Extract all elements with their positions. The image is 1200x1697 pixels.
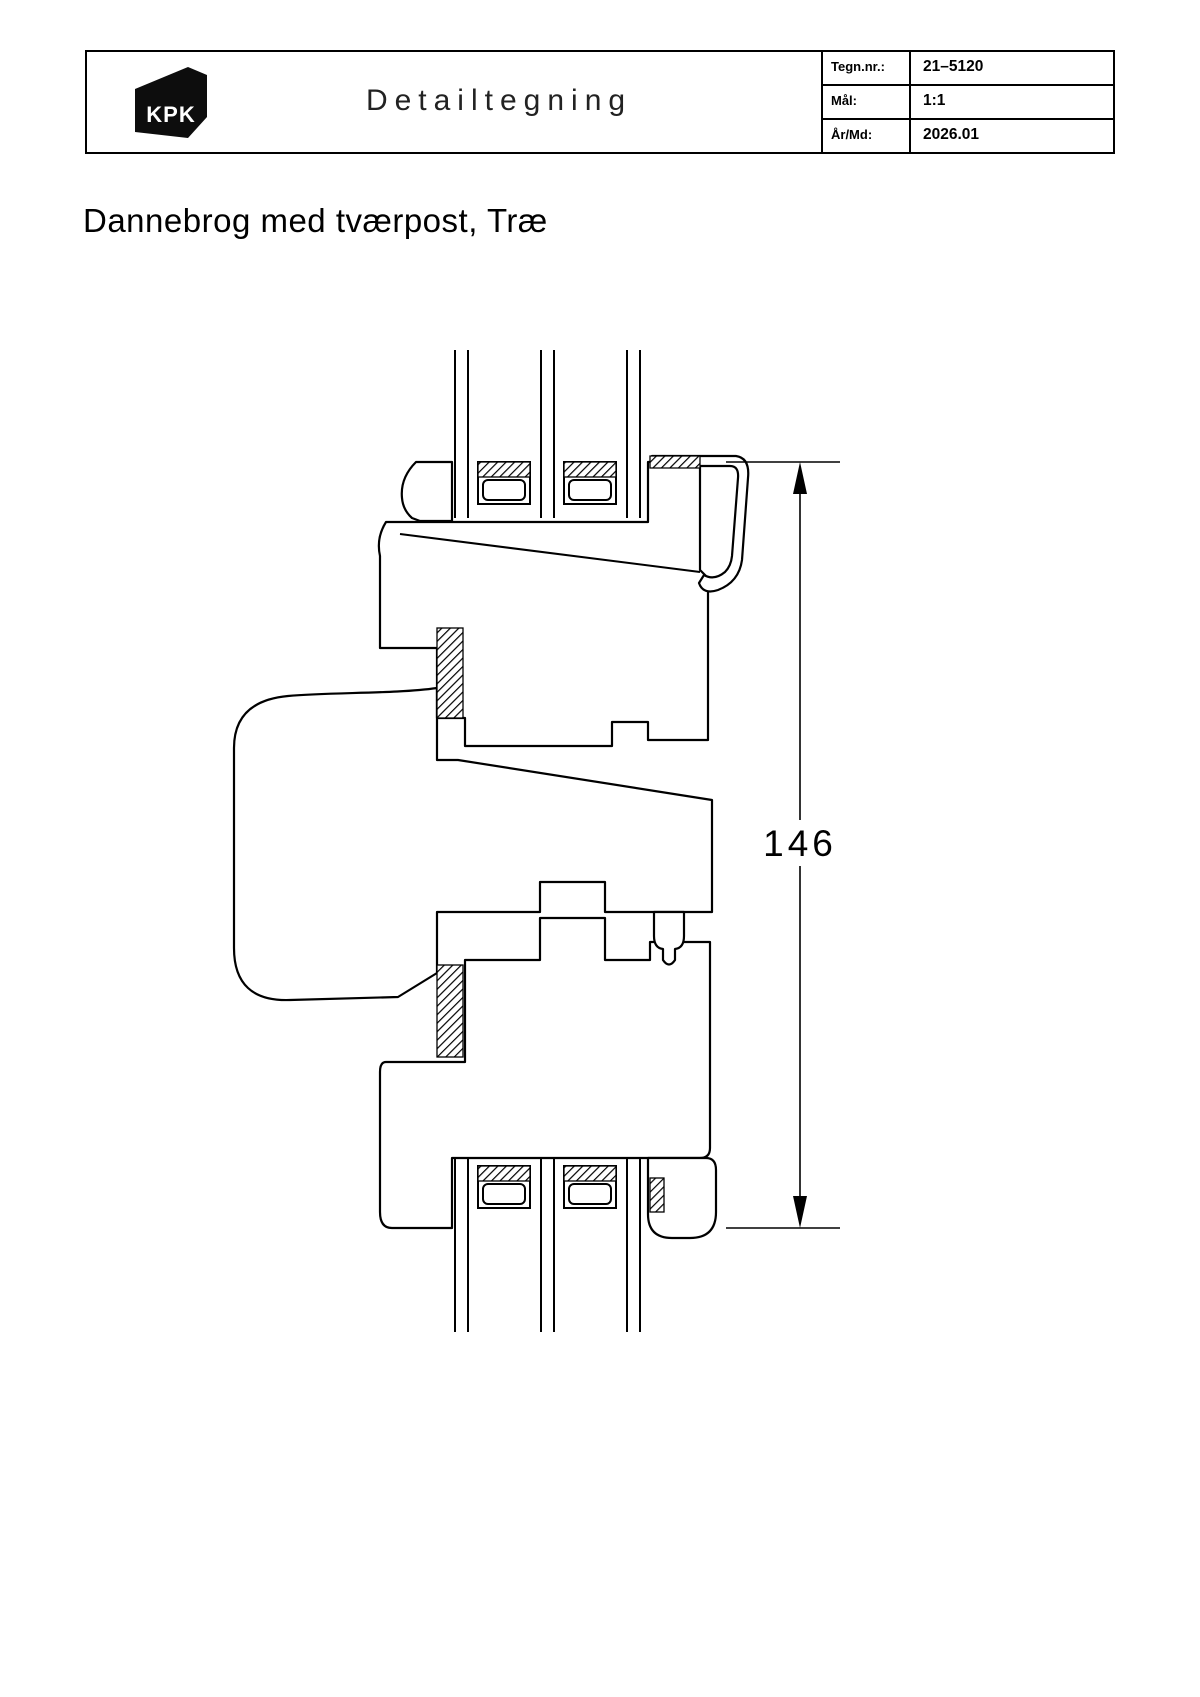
spacer-channel: [482, 1183, 526, 1205]
info-row-scale: Mål: 1:1: [823, 86, 1113, 120]
spacer-bar: [563, 461, 617, 505]
info-row-date: År/Md: 2026.01: [823, 120, 1113, 152]
upper-sealant-hatch: [649, 455, 701, 469]
spacer-channel: [568, 479, 612, 501]
scale-label: Mål:: [823, 86, 911, 118]
document-type-label: Detailtegning: [365, 84, 633, 117]
date-value: 2026.01: [923, 126, 980, 143]
spacer-bar: [563, 1165, 617, 1209]
title-block: KPK Detailtegning Tegn.nr.: 21–5120 Mål:…: [85, 50, 1115, 154]
kpk-logo: KPK: [135, 67, 207, 138]
lower-glazing-bead: [646, 1156, 718, 1240]
scale-value: 1:1: [923, 92, 946, 109]
transom-section: [232, 686, 714, 1002]
info-row-drawing-number: Tegn.nr.: 21–5120: [823, 52, 1113, 86]
kpk-logo-shape: [135, 67, 207, 138]
transom-profile: [232, 686, 714, 1002]
dimension-label: 146: [763, 823, 837, 864]
spacer-sealant: [477, 1165, 531, 1182]
upper-weather-strip: [436, 627, 464, 719]
spacer-sealant: [563, 461, 617, 478]
upper-glazing-bead: [400, 460, 454, 523]
drawing-info-table: Tegn.nr.: 21–5120 Mål: 1:1 År/Md: 2026.0…: [821, 52, 1113, 152]
header-left: KPK Detailtegning: [87, 52, 821, 152]
spacer-sealant: [477, 461, 531, 478]
lower-sash-profile: [378, 916, 712, 1230]
date-label: År/Md:: [823, 120, 911, 152]
drip-flashing: [650, 454, 750, 593]
spacer-bar: [477, 461, 531, 505]
upper-glazing-unit: [454, 350, 641, 518]
dimension-146: 146: [726, 461, 840, 1229]
spacer-channel: [482, 479, 526, 501]
spacer-sealant: [563, 1165, 617, 1182]
transom-gasket: [652, 910, 686, 966]
drawing-number-label: Tegn.nr.:: [823, 52, 911, 84]
kpk-logo-text: KPK: [146, 102, 195, 127]
lower-sealant-hatch: [649, 1177, 665, 1213]
lower-weather-strip: [436, 964, 464, 1058]
lower-glazing-unit: [454, 1158, 641, 1332]
drawing-title: Dannebrog med tværpost, Træ: [83, 202, 548, 239]
dimension-label-bg: [762, 820, 840, 866]
upper-sash-slope-line: [399, 533, 701, 573]
dimension-arrow-up: [793, 462, 807, 494]
drawing-number-value: 21–5120: [923, 58, 984, 75]
lower-sash-section: [378, 916, 718, 1240]
spacer-bar: [477, 1165, 531, 1209]
dimension-arrow-down: [793, 1196, 807, 1228]
spacer-channel: [568, 1183, 612, 1205]
